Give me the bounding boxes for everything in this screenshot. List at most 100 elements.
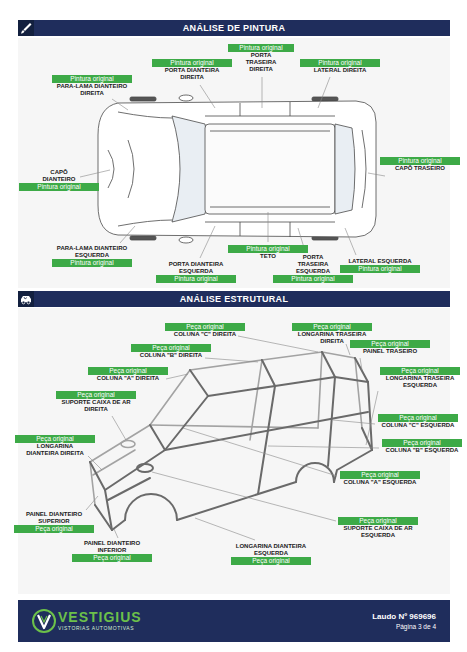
callout: Peça originalCOLUNA "A" ESQUERDA (339, 471, 421, 486)
rear-window (335, 124, 355, 214)
brush-icon (24, 23, 32, 31)
brand-group: VESTIGIUSVISTORIAS AUTOMOTIVAS (58, 610, 142, 632)
structure-leaders (360, 358, 362, 370)
callout: Peça originalCOLUNA "B" ESQUERDA (381, 439, 463, 454)
brush-icon (18, 20, 34, 36)
paint-leaders (112, 99, 128, 110)
part-name: COLUNA "C" DIREITA (160, 331, 250, 338)
status-band: Pintura original (52, 75, 132, 83)
status-band: Peça original (88, 367, 168, 375)
callout: PAINEL DIANTEIRO SUPERIORPeça original (13, 511, 95, 533)
callout: PORTA DIANTEIRA ESQUERDAPintura original (155, 261, 237, 283)
far-side-frame (318, 352, 322, 428)
report-group: Laudo Nº 969696Página 3 de 4 (372, 611, 436, 632)
callout: Pintura originalPORTA DIANTEIRA DIREITA (151, 59, 233, 81)
near-side-frame (105, 450, 165, 490)
near-side-frame (150, 425, 165, 450)
callout: Peça originalCOLUNA "C" DIREITA (159, 323, 251, 338)
part-name: PORTA TRASEIRA ESQUERDA (292, 254, 334, 275)
callout: Peça originalLONGARINA TRASEIRA ESQUERDA (379, 367, 461, 389)
brush-icon (18, 20, 34, 36)
status-band: Peça original (131, 344, 211, 352)
hood-lines (108, 112, 172, 226)
near-side-frame (362, 428, 372, 450)
callout: Peça originalSUPORTE CAIXA DE AR DIREITA (55, 391, 137, 413)
structure-leaders (366, 391, 378, 445)
wheel (130, 97, 156, 101)
paint-leaders (318, 77, 330, 108)
callout: LONGARINA DIANTEIRA ESQUERDAPeça origina… (230, 543, 312, 565)
status-band: Peça original (56, 391, 136, 399)
section-title: ANÁLISE DE PINTURA (183, 20, 285, 36)
report-number: Laudo Nº 969696 (372, 611, 436, 622)
structure-leaders (238, 336, 318, 352)
status-band: Pintura original (156, 275, 236, 283)
structure-leaders (268, 446, 379, 448)
callout: Peça originalLONGARINA DIANTEIRA DIREITA (14, 435, 96, 457)
part-name: LONGARINA DIANTEIRA ESQUERDA (231, 543, 311, 557)
status-band: Peça original (382, 439, 462, 447)
part-name: PORTA TRASEIRA DIREITA (240, 52, 282, 73)
status-band: Peça original (350, 340, 430, 348)
part-name: LONGARINA DIANTEIRA DIREITA (23, 443, 88, 457)
header-band (18, 291, 450, 307)
structure-leaders (86, 336, 379, 540)
structure-leaders (152, 472, 336, 521)
structure-leaders (166, 374, 188, 379)
part-name: PARA-LAMA DIANTEIRO DIREITA (51, 83, 133, 97)
part-name: PAINEL TRASEIRO (350, 348, 430, 355)
status-band: Peça original (292, 323, 372, 331)
paint-leaders (200, 226, 215, 258)
callout: Peça originalCOLUNA "B" DIREITA (125, 344, 217, 359)
structure-leaders (195, 518, 255, 540)
brand-tagline: VISTORIAS AUTOMOTIVAS (58, 625, 142, 632)
status-band: Peça original (338, 517, 418, 525)
far-side-frame (121, 441, 135, 448)
structure-leaders (183, 428, 337, 476)
status-band: Pintura original (300, 59, 380, 67)
near-side-frame (368, 382, 372, 450)
part-name: PAINEL DIANTEIRO INFERIOR (82, 540, 143, 554)
section-band: ANÁLISE DE PINTURA (18, 20, 450, 36)
part-name: TETO (228, 253, 308, 260)
status-band: Peça original (165, 323, 245, 331)
status-band: Pintura original (19, 183, 99, 191)
far-side-frame (250, 360, 262, 440)
part-name: CAPÔ DIANTEIRO (38, 169, 80, 183)
part-name: PARA-LAMA DIANTEIRO ESQUERDA (51, 245, 133, 259)
near-side-frame (112, 520, 125, 530)
callout: Peça originalCOLUNA "A" DIREITA (82, 367, 174, 382)
part-name: COLUNA "A" DIREITA (83, 375, 173, 382)
wheel (312, 97, 338, 101)
near-side-frame (208, 377, 368, 396)
structure-leaders (112, 416, 126, 440)
structure-panel (18, 308, 450, 594)
status-band: Peça original (15, 435, 95, 443)
brand-logo (33, 610, 55, 632)
structure-leaders (205, 358, 258, 362)
part-name: COLUNA "B" DIREITA (126, 352, 216, 359)
part-name: SUPORTE CAIXA DE AR ESQUERDA (338, 525, 418, 539)
part-name: PORTA DIANTEIRA DIREITA (159, 67, 225, 81)
footer-band (18, 600, 450, 642)
paint-leaders (120, 226, 135, 243)
crash-icon (18, 291, 34, 307)
crash-icon (18, 291, 34, 307)
callout: Pintura originalPARA-LAMA DIANTEIRO DIRE… (50, 75, 134, 97)
status-band: Peça original (378, 414, 458, 422)
near-side-frame (258, 386, 275, 494)
panels (18, 20, 450, 642)
part-name: LONGARINA TRASEIRA ESQUERDA (380, 375, 460, 389)
callout: Peça originalSUPORTE CAIXA DE AR ESQUERD… (337, 517, 419, 539)
car-top-view (98, 95, 376, 243)
paint-leaders (368, 173, 385, 176)
callout: Pintura originalCAPÔ TRASEIRO (379, 157, 461, 172)
part-name: COLUNA "A" ESQUERDA (340, 479, 420, 486)
near-side-frame (328, 377, 335, 466)
structure-leaders (86, 496, 98, 510)
status-band: Pintura original (228, 44, 294, 52)
crash-icon (27, 301, 30, 304)
near-side-frame (90, 462, 112, 530)
status-band: Pintura original (228, 245, 308, 253)
